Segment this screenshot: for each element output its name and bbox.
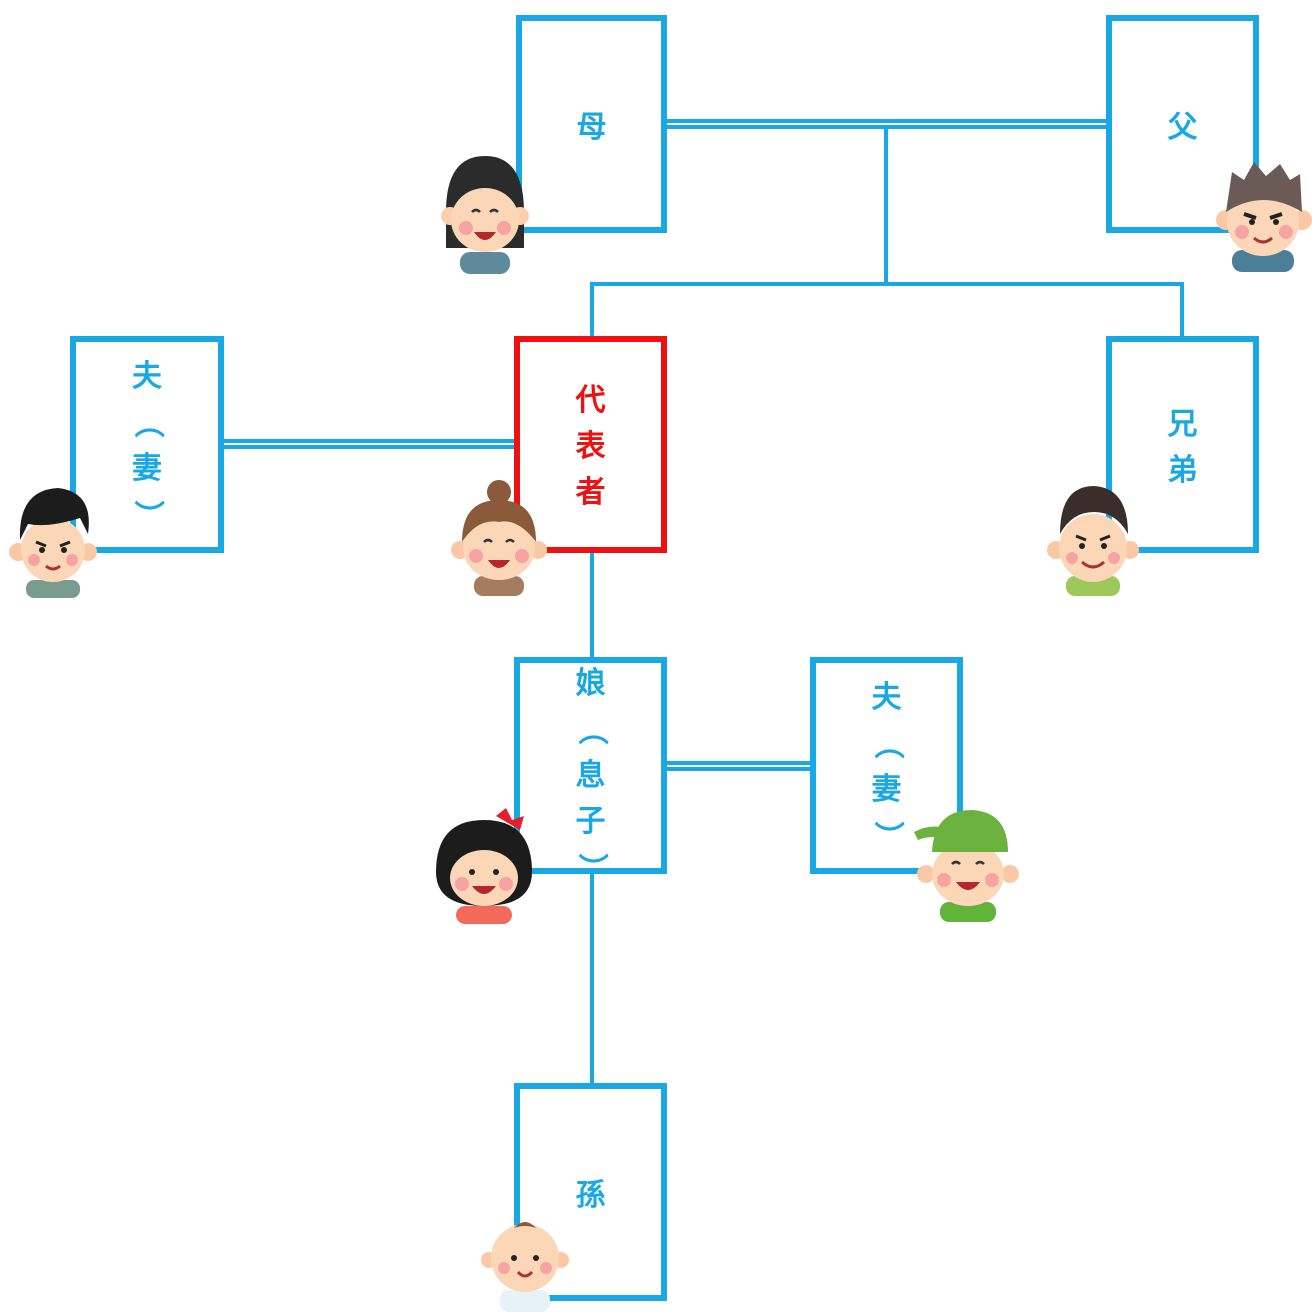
mother-label: 母: [576, 110, 607, 145]
father-avatar-icon: [1216, 162, 1312, 272]
spouse-avatar-icon: [9, 488, 97, 598]
sibling-avatar-icon: [1047, 486, 1139, 596]
mother-box: 母: [516, 15, 667, 233]
child-box: 娘（息子）: [514, 657, 667, 883]
child-spouse-label: 夫（妻）: [869, 680, 905, 851]
representative-box: 代表者: [514, 336, 667, 553]
grandchild-label: 孫: [575, 1178, 606, 1213]
representative-avatar-icon: [451, 480, 547, 596]
sibling-box: 兄弟: [1106, 336, 1259, 553]
representative-label: 代表者: [575, 383, 606, 510]
spouse-box: 夫（妻）: [70, 336, 224, 553]
mother-avatar-icon: [441, 156, 529, 274]
father-label: 父: [1167, 110, 1198, 145]
grandchild-avatar-icon: [481, 1222, 569, 1312]
child-avatar-icon: [436, 808, 532, 924]
spouse-label: 夫（妻）: [130, 359, 165, 530]
child-label: 娘（息子）: [573, 666, 609, 883]
child-spouse-avatar-icon: [914, 810, 1019, 922]
sibling-label: 兄弟: [1167, 407, 1198, 488]
